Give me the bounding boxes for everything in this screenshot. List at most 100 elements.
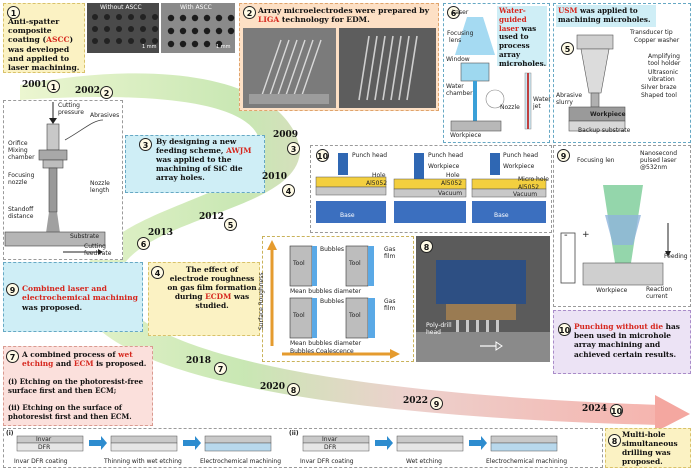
year-2020: 2020 xyxy=(260,382,286,392)
panel-5-label-washer: Copper washer xyxy=(634,37,680,44)
panel-3-label-substrate: Substrate xyxy=(70,233,100,240)
panel-3-caption: By designing a new feeding scheme, AWJM … xyxy=(156,137,252,182)
timeline-marker-9: 9 xyxy=(430,397,443,410)
year-2024: 2024 xyxy=(582,404,608,414)
usm-diagram xyxy=(568,34,626,132)
panel-1-image-without-ascc xyxy=(87,3,159,53)
panel-8-label-head: Poly-drill head xyxy=(426,322,452,336)
panel-10-label-punch-1: Punch head xyxy=(352,152,388,159)
hole-array-pattern-2 xyxy=(167,14,235,48)
panel-5-caption-box xyxy=(556,5,656,27)
panel-10-number-badge-text: 10 xyxy=(558,323,571,336)
timeline-marker-4: 4 xyxy=(282,184,295,197)
panel-4-label-tool-1: Tool xyxy=(293,260,305,267)
year-2013: 2013 xyxy=(148,228,174,238)
panel-5-label-backup: Backup substrate xyxy=(578,127,631,134)
timeline-marker-2: 2 xyxy=(100,86,113,99)
panel-5-label-vibration: vibration xyxy=(648,76,675,83)
panel-6-label-water: Water xyxy=(446,83,464,90)
seq-i-step-3: Electrochemical machining xyxy=(200,458,282,465)
seq-ii-step-3: Electrochemical machining xyxy=(486,458,568,465)
panel-3-label-length: length xyxy=(90,187,110,194)
panel-3-label-feed-rate: feed rate xyxy=(84,250,112,257)
panel-3-label-focusing: Focusing xyxy=(8,172,35,179)
panel-10-label-workpiece-1: Workpiece xyxy=(428,163,460,170)
panel-2-electrode-image-1 xyxy=(243,28,336,108)
panel-7-number-badge: 7 xyxy=(6,350,19,363)
panel-5-label-silver-braze: Silver braze xyxy=(641,84,677,91)
panel-3-label-nozzle: nozzle xyxy=(8,179,28,186)
panel-3-label-cutting: Cutting xyxy=(58,102,80,109)
panel-6-caption-box xyxy=(497,6,547,66)
panel-5-label-workpiece: Workpiece xyxy=(590,111,626,118)
panel-4-label-mean-1: Mean bubbles diameter xyxy=(290,288,362,295)
panel-6-label-lens: lens xyxy=(449,37,462,44)
timeline-marker-7: 7 xyxy=(214,362,227,375)
hole-array-pattern-1 xyxy=(92,14,158,44)
panel-3-label-mixing: Mixing xyxy=(8,147,28,154)
ecdm-bubbles-diagram xyxy=(267,240,400,359)
year-2012: 2012 xyxy=(199,212,225,222)
year-2009: 2009 xyxy=(273,130,299,140)
seq-ii-step-2: Wet etching xyxy=(406,458,442,465)
panel-6-label-chamber: chamber xyxy=(446,90,473,97)
etching-sequence-diagram xyxy=(16,435,558,452)
panel-1-number-badge: 1 xyxy=(7,6,20,19)
panel-9-label-nanosecond: Nanosecond xyxy=(640,150,678,157)
timeline-marker-10: 10 xyxy=(610,404,623,417)
panel-10-label-al-3: Al5052 xyxy=(518,184,540,191)
panel-1-scale-1: 1 mm xyxy=(142,44,157,50)
panel-5-label-amplifying: Amplifying xyxy=(648,53,680,60)
panel-1-label-with: With ASCC xyxy=(180,4,212,11)
poly-drill-photo xyxy=(416,236,550,362)
panel-10-label-micro-hole: Micro hole xyxy=(518,176,549,183)
panel-3-label-orifice: Orifice xyxy=(8,140,28,147)
panel-8-number-badge-photo: 8 xyxy=(420,240,433,253)
panel-1-label-without: Without ASCC xyxy=(100,4,142,11)
panel-9-label-current: current xyxy=(646,293,668,300)
panel-10-label-vacuum-2: Vacuum xyxy=(513,191,538,198)
microelectrode-array-icon-2 xyxy=(358,35,418,101)
seq-ii-invar: Invar xyxy=(322,436,338,443)
panel-10-label-base-2: Base xyxy=(494,212,509,219)
panel-9-label-minus: - xyxy=(564,230,568,241)
panel-6-label-water-jet: Water jet xyxy=(533,96,551,110)
panel-6-label-window: Window xyxy=(446,56,470,63)
panel-6-label-focusing: Focusing xyxy=(447,30,474,37)
panel-9-text-box xyxy=(3,262,143,332)
panel-10-label-base-1: Base xyxy=(340,212,355,219)
panel-5-number-badge: 5 xyxy=(561,42,574,55)
year-2022: 2022 xyxy=(403,396,429,406)
panel-3-label-pressure: pressure xyxy=(58,109,84,116)
panel-3-label-cutting-feed: Cutting xyxy=(84,243,106,250)
panel-9-label-feeding: Feeding xyxy=(664,253,688,260)
panel-1-caption: Anti-spatter composite coating (ASCC) wa… xyxy=(8,17,80,73)
panel-1-image-with-ascc xyxy=(161,3,235,53)
panel-4-label-gas-film-1: Gas film xyxy=(384,246,396,260)
seq-ii-step-1: Invar DFR coating xyxy=(300,458,354,465)
punching-diagram xyxy=(315,153,547,223)
panel-3-label-abrasives: Abrasives xyxy=(90,112,120,119)
panel-6-label-laser: Laser xyxy=(452,9,469,16)
panel-10-label-vacuum-1: Vacuum xyxy=(438,190,463,197)
panel-2-number-badge: 2 xyxy=(243,6,256,19)
year-2002: 2002 xyxy=(75,86,101,96)
panel-9-number-badge: 9 xyxy=(6,283,19,296)
panel-3-label-nozzle-length: Nozzle xyxy=(90,180,110,187)
timeline-marker-1: 1 xyxy=(47,80,60,93)
panel-10-label-punch-2: Punch head xyxy=(428,152,464,159)
panel-6-label-nozzle: Nozzle xyxy=(500,104,520,111)
panel-4-number-badge: 4 xyxy=(151,266,164,279)
panel-4-label-tool-2: Tool xyxy=(349,260,361,267)
panel-4-label-tool-3: Tool xyxy=(293,312,305,319)
panel-5-label-ultrasonic: Ultrasonic xyxy=(648,69,679,76)
panel-9-caption: Combined laser and electrochemical machi… xyxy=(22,284,138,312)
panel-5-label-shaped-tool: Shaped tool xyxy=(641,92,677,99)
timeline-marker-6: 6 xyxy=(137,237,150,250)
timeline-marker-3: 3 xyxy=(287,142,300,155)
year-2010: 2010 xyxy=(262,172,288,182)
panel-3-number-badge: 3 xyxy=(139,138,152,151)
seq-i-tag: (i) xyxy=(6,430,14,437)
panel-9-label-focusing: Focusing len xyxy=(577,157,615,164)
